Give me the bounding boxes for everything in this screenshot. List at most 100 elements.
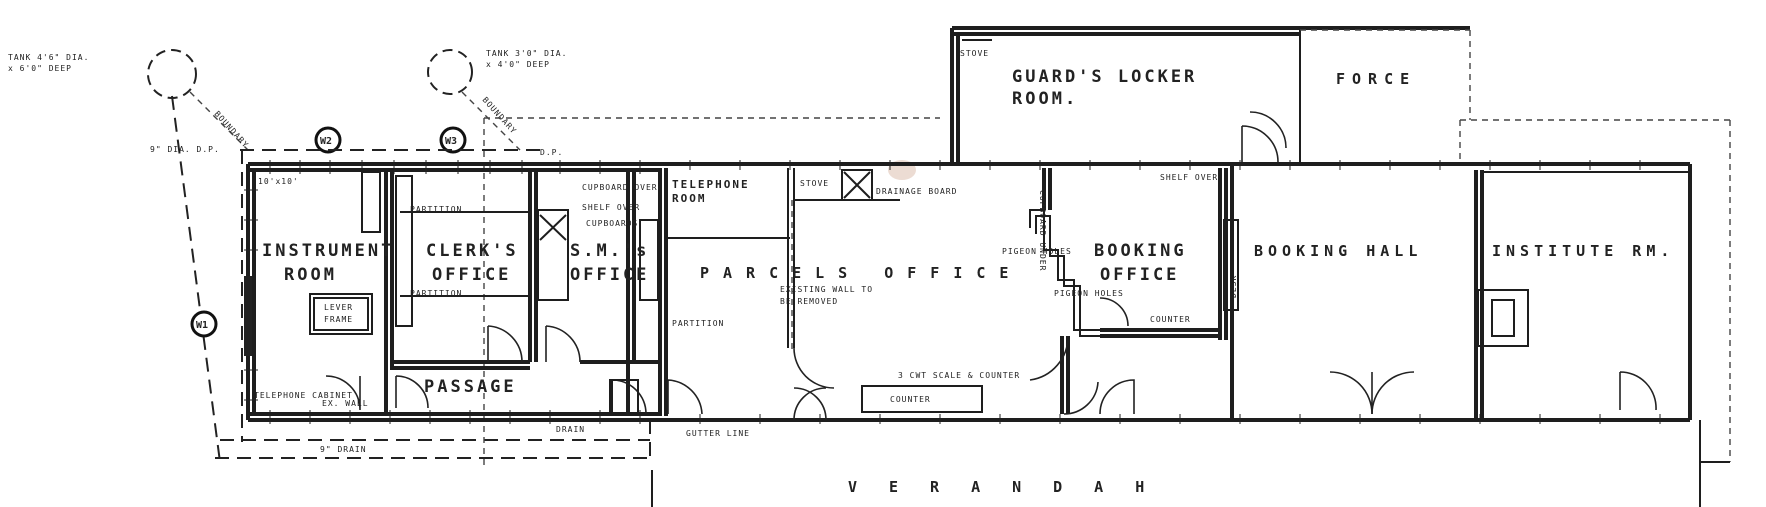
window-tag-w1: W1 bbox=[190, 310, 218, 338]
room-label-passage: PASSAGE bbox=[424, 377, 517, 397]
room-label-force: FORCE bbox=[1336, 70, 1416, 88]
cupboard-box bbox=[639, 219, 659, 301]
lever-frame-label-2: FRAME bbox=[324, 315, 353, 324]
tank-right-note-1: TANK 3'0" DIA. bbox=[486, 49, 567, 58]
tank-left-note-1: TANK 4'6" DIA. bbox=[8, 53, 89, 62]
room-label-clerk-2: OFFICE bbox=[432, 265, 511, 285]
room-label-telephone-1: TELEPHONE bbox=[672, 178, 750, 191]
middle-partitions bbox=[668, 168, 1239, 421]
note-counter-small: COUNTER bbox=[890, 395, 931, 404]
note-pigeon-holes-2: PIGEON HOLES bbox=[1054, 289, 1124, 298]
door-arc bbox=[1063, 381, 1099, 415]
room-label-verandah: VERANDAH bbox=[848, 478, 1176, 496]
room-label-telephone-2: ROOM bbox=[672, 192, 707, 205]
room-label-booking-office-2: OFFICE bbox=[1100, 265, 1179, 285]
wall-ticks-top bbox=[269, 160, 1641, 174]
door-arc bbox=[1241, 125, 1279, 163]
tank-left: TANK 4'6" DIA. x 6'0" DEEP bbox=[8, 49, 197, 99]
tank-left-note-2: x 6'0" DEEP bbox=[8, 64, 72, 73]
note-stove: STOVE bbox=[800, 179, 829, 188]
note-pigeon-holes: PIGEON HOLES bbox=[1002, 247, 1072, 256]
note-cupboards: CUPBOARDS bbox=[586, 219, 638, 228]
note-shelf-over: SHELF OVER bbox=[582, 203, 640, 212]
door-arc bbox=[1029, 335, 1069, 381]
tank-left-circle bbox=[147, 49, 197, 99]
door-arc bbox=[793, 387, 827, 421]
note-desk: DESK bbox=[1229, 275, 1238, 298]
room-labels: INSTRUMENT ROOM LEVER FRAME CLERK'S OFFI… bbox=[262, 67, 1674, 496]
room-label-booking-office-1: BOOKING bbox=[1094, 241, 1187, 261]
door-arc bbox=[1371, 371, 1415, 415]
window-tag-text: W2 bbox=[320, 136, 332, 147]
boundary-diag-a bbox=[189, 91, 249, 151]
note-existing-wall-1: EXISTING WALL TO bbox=[780, 285, 873, 294]
door-arc bbox=[395, 375, 429, 409]
window-tag-circle bbox=[439, 126, 467, 154]
room-label-instrument-2: ROOM bbox=[284, 265, 337, 285]
cupboard-x bbox=[539, 214, 567, 241]
pigeon-holes-wall bbox=[1029, 209, 1100, 331]
door-arc bbox=[1249, 111, 1287, 149]
window-tag-circle bbox=[190, 310, 218, 338]
dimension-bottom-note: 9" DRAIN bbox=[320, 445, 367, 454]
left-surround: 9" DRAIN bbox=[215, 117, 940, 470]
note-partition-1: PARTITION bbox=[410, 205, 462, 214]
door-arc bbox=[545, 325, 581, 363]
note-telephone-cabinet: TELEPHONE CABINET bbox=[254, 391, 353, 400]
wc-box bbox=[609, 379, 639, 415]
tank-right-note-2: x 4'0" DEEP bbox=[486, 60, 550, 69]
note-drainage-board: DRAINAGE BOARD bbox=[876, 187, 957, 196]
note-partition-3: PARTITION bbox=[672, 319, 724, 328]
room-label-institute: INSTITUTE RM. bbox=[1492, 242, 1674, 260]
lever-frame-label-1: LEVER bbox=[324, 303, 353, 312]
door-arc bbox=[1099, 379, 1135, 415]
door-arc bbox=[487, 325, 523, 363]
counter-box bbox=[861, 385, 983, 413]
right-partitions bbox=[1230, 119, 1731, 463]
left-window bbox=[244, 276, 252, 356]
boundary-diag-left bbox=[171, 95, 221, 463]
door-arc bbox=[325, 375, 361, 411]
note-existing-wall-2: BE REMOVED bbox=[780, 297, 838, 306]
dp-note: D.P. bbox=[540, 148, 563, 157]
window-tag-w3: W3 bbox=[439, 126, 467, 154]
room-label-guards-1: GUARD'S LOCKER bbox=[1012, 67, 1197, 87]
room-label-guards-2: ROOM. bbox=[1012, 89, 1078, 109]
note-shelf-over-2: SHELF OVER bbox=[1160, 173, 1218, 182]
dimension-top-note: 9" DIA. D.P. bbox=[150, 145, 220, 154]
tank-right-circle bbox=[427, 49, 473, 95]
door-arc bbox=[1619, 371, 1657, 411]
pigeon-holes-wall-2 bbox=[1035, 215, 1100, 337]
fireplace-box bbox=[1477, 289, 1529, 347]
room-label-parcels: PARCELS OFFICE bbox=[700, 264, 1022, 282]
main-walls bbox=[244, 160, 1692, 424]
note-cupboard-under: CUPBOARD UNDER bbox=[1038, 190, 1047, 271]
lever-frame-box-inner bbox=[313, 297, 369, 331]
small-notes: 10'x10' TELEPHONE CABINET EX. WALL PARTI… bbox=[254, 49, 1238, 438]
room-label-sm-2: OFFICE bbox=[570, 265, 649, 285]
room-label-instrument-1: INSTRUMENT bbox=[262, 241, 394, 261]
top-extension bbox=[950, 26, 1471, 164]
room-label-clerk-1: CLERK'S bbox=[426, 241, 519, 261]
tank-right: TANK 3'0" DIA. x 4'0" DEEP bbox=[427, 49, 567, 95]
lever-frame-box bbox=[309, 293, 373, 335]
boundary-diag-b bbox=[461, 91, 521, 151]
cupboard-box bbox=[395, 175, 413, 327]
note-gutter-line: GUTTER LINE bbox=[686, 429, 750, 438]
stove-box bbox=[841, 169, 873, 201]
window-tag-text: W1 bbox=[196, 320, 208, 331]
door-arc bbox=[1329, 371, 1373, 415]
room-label-sm-1: S.M.'s bbox=[570, 241, 649, 261]
note-partition-2: PARTITION bbox=[410, 289, 462, 298]
verandah-lines bbox=[651, 462, 1701, 507]
window-tag-text: W3 bbox=[445, 136, 457, 147]
wall-ticks bbox=[244, 160, 1661, 424]
note-stove-2: STOVE bbox=[960, 49, 989, 58]
left-partitions bbox=[309, 168, 703, 416]
door-arc bbox=[793, 347, 835, 389]
stove-x bbox=[843, 171, 871, 199]
door-arc bbox=[1099, 297, 1129, 327]
cupboard-box bbox=[361, 171, 381, 233]
note-counter: COUNTER bbox=[1150, 315, 1191, 324]
